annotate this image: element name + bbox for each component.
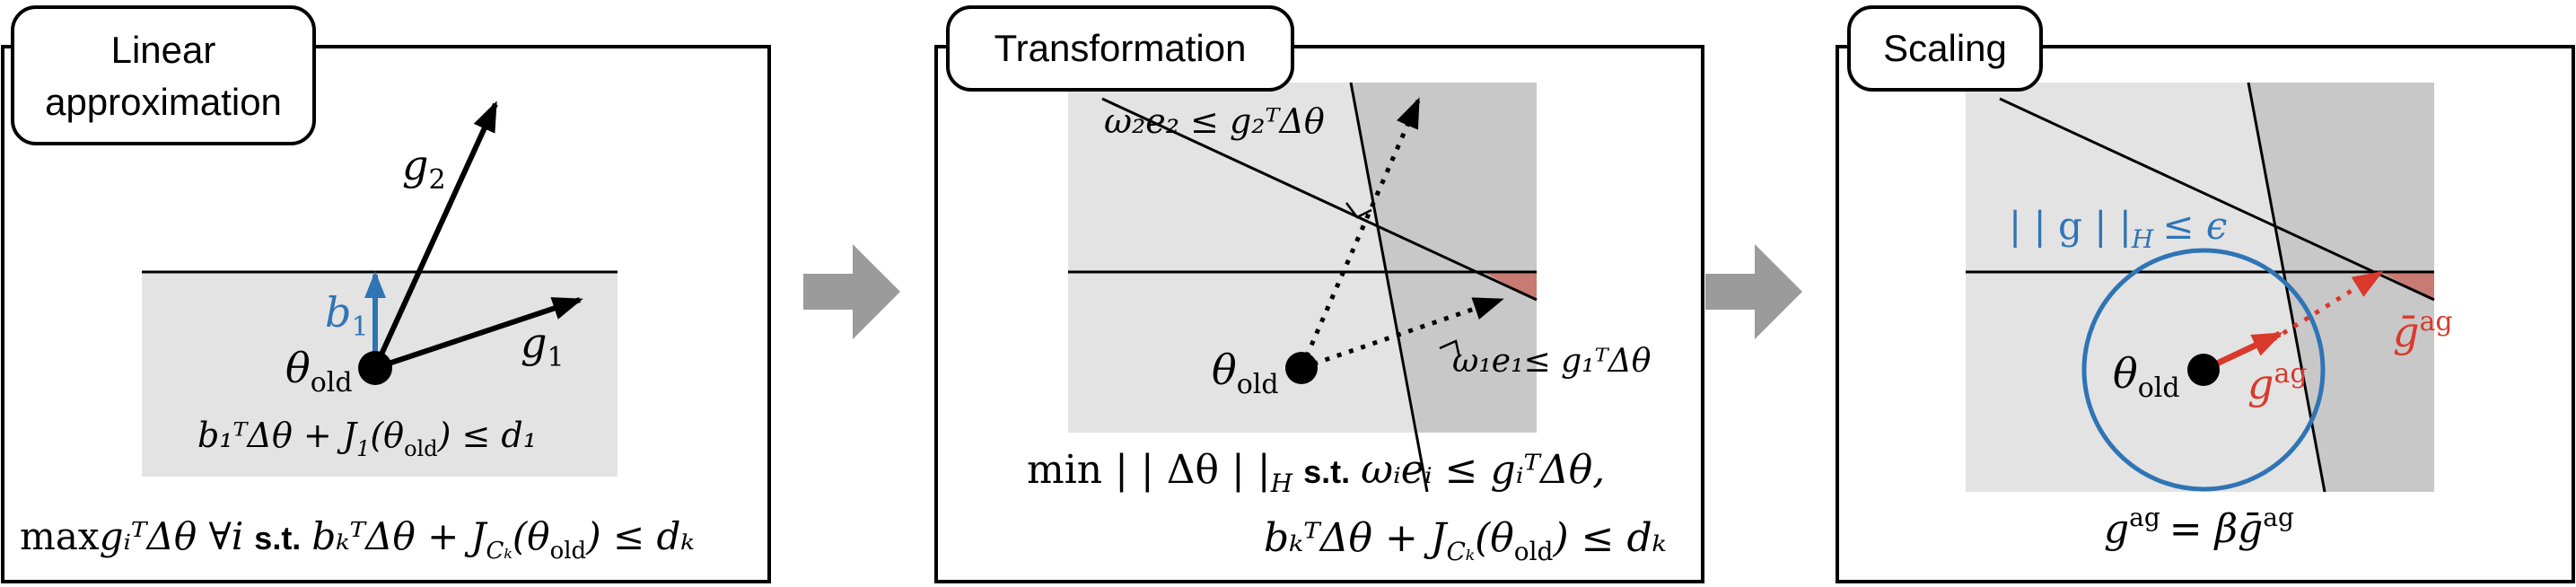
- right-angle-mark-1: [1345, 202, 1372, 219]
- trust-region-circle: [2081, 248, 2326, 492]
- b1-label: b1: [325, 288, 369, 343]
- objective-line-2: bₖᵀΔθ + JCₖ(θold) ≤ dₖ: [1264, 515, 1667, 566]
- panel-title: Transformation: [994, 27, 1247, 69]
- line2-label: ω₂e₂ ≤ g₂ᵀΔθ: [1104, 101, 1325, 141]
- panel-transformation: ω₂e₂ ≤ g₂ᵀΔθ ω₁e₁≤ g₁ᵀΔθ θold min | | Δθ…: [934, 5, 1704, 583]
- theta-old-label: θold: [2113, 349, 2180, 404]
- g2-vector: [372, 101, 498, 370]
- constraint-line-2: [1101, 97, 1538, 302]
- dotted-vector-up: [1299, 97, 1421, 369]
- gbar-ag-label: ḡag: [2393, 306, 2453, 356]
- flow-arrow-1: [803, 244, 900, 339]
- g2-label: g2: [402, 141, 446, 196]
- constraint-line-2: [1999, 97, 2435, 302]
- line1-label: ω₁e₁≤ g₁ᵀΔθ: [1452, 343, 1652, 380]
- theta-old-point: [358, 351, 392, 385]
- theta-old-point: [1285, 352, 1318, 384]
- g-ag-label: gag: [2247, 358, 2308, 408]
- scaling-equation: gag= βḡag: [2104, 503, 2294, 552]
- panel-scaling: | | g | |H≤ ϵ θold gag ḡag gag= βḡag Sca…: [1836, 5, 2575, 583]
- g1-label: g1: [521, 319, 565, 373]
- gbar-ag-vector: [2260, 270, 2384, 349]
- right-angle-mark-2: [1439, 339, 1461, 358]
- panel-linear-approximation: g2 b1 g1 θold b₁ᵀΔθ + J1(θold) ≤ d₁ maxg…: [1, 5, 771, 583]
- g1-vector: [374, 297, 583, 371]
- title-tab: [1847, 5, 2043, 92]
- panel-title-line2: approximation: [45, 81, 282, 123]
- constraint-label: b₁ᵀΔθ + J1(θold) ≤ d₁: [197, 416, 537, 461]
- panel-title: Scaling: [1883, 27, 2007, 69]
- title-tab: [11, 5, 316, 145]
- norm-label: | | g | |H≤ ϵ: [2009, 204, 2227, 254]
- theta-old-point: [2187, 354, 2220, 386]
- title-tab: [946, 5, 1294, 92]
- region-dark: [2248, 83, 2434, 492]
- constraint-line-1: [1349, 82, 1429, 493]
- theta-old-label: θold: [1212, 346, 1279, 400]
- theta-old-label: θold: [285, 344, 353, 399]
- panel-title-line1: Linear: [111, 29, 216, 71]
- flow-arrow-2: [1705, 244, 1802, 339]
